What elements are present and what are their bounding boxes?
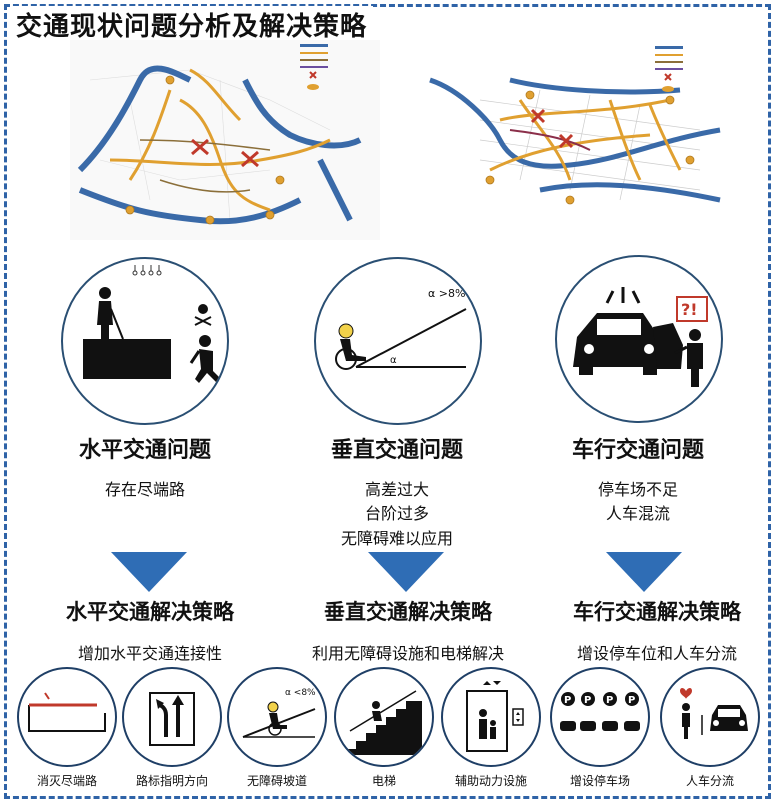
strategy-desc-vehicle: 增设停车位和人车分流 [576,644,737,663]
strategy-heading-vehicle: 车行交通解决策略 [573,600,741,624]
map-right [429,46,721,205]
icon-label: 路标指明方向 [135,774,208,788]
strategy-heading-vertical: 垂直交通解决策略 [324,600,492,624]
problem-desc-vertical-2: 台阶过多 [364,504,429,523]
problem-desc-horizontal: 存在尽端路 [104,480,185,499]
map-left [70,40,380,240]
problem-desc-vertical-1: 高差过大 [364,480,429,499]
strategy-heading-horizontal: 水平交通解决策略 [66,600,234,624]
svg-text:P: P [628,695,635,706]
strategy-desc-vertical: 利用无障碍设施和电梯解决 [311,644,504,663]
problem-desc-vertical-3: 无障碍难以应用 [340,529,453,548]
strategy-desc-horizontal: 增加水平交通连接性 [77,644,222,663]
page-title: 交通现状问题分析及解决策略 [10,6,374,43]
dead-end-icon [17,667,117,767]
icon-label: 增设停车场 [569,774,630,788]
escalator-icon [334,667,434,767]
elevator-icon [441,667,541,767]
alert-annotation: ?! [681,300,698,319]
icon-label: 电梯 [371,774,396,788]
horizontal-problem-illustration [61,257,229,425]
ramp-icon: α <8% [227,667,327,767]
signpost-icon [122,667,222,767]
problem-heading-vertical: 垂直交通问题 [330,438,463,463]
arrow-down-icon [111,552,187,592]
vehicle-problem-illustration: ?! [555,255,723,423]
vertical-problem-illustration: α >8% α [314,257,482,425]
parking-icon: P P P P [550,667,650,767]
icon-label: 辅助动力设施 [454,774,527,788]
dashed-frame [4,4,771,799]
problem-heading-vehicle: 车行交通问题 [571,438,704,463]
icon-label: 无障碍坡道 [246,774,307,788]
svg-text:P: P [564,695,571,706]
icon-label: 消灭尽端路 [36,774,97,788]
problem-desc-vehicle-1: 停车场不足 [597,480,678,499]
angle-annotation: α [390,355,397,366]
separation-icon [660,667,760,767]
icon-label: 人车分流 [685,774,734,788]
svg-text:P: P [584,695,591,706]
problem-desc-vehicle-2: 人车混流 [605,504,670,523]
slope-small-annotation: α <8% [285,688,316,698]
arrow-down-icon [368,552,444,592]
slope-annotation: α >8% [428,287,465,300]
arrow-down-icon [606,552,682,592]
svg-text:P: P [606,695,613,706]
problem-heading-horizontal: 水平交通问题 [78,438,211,463]
